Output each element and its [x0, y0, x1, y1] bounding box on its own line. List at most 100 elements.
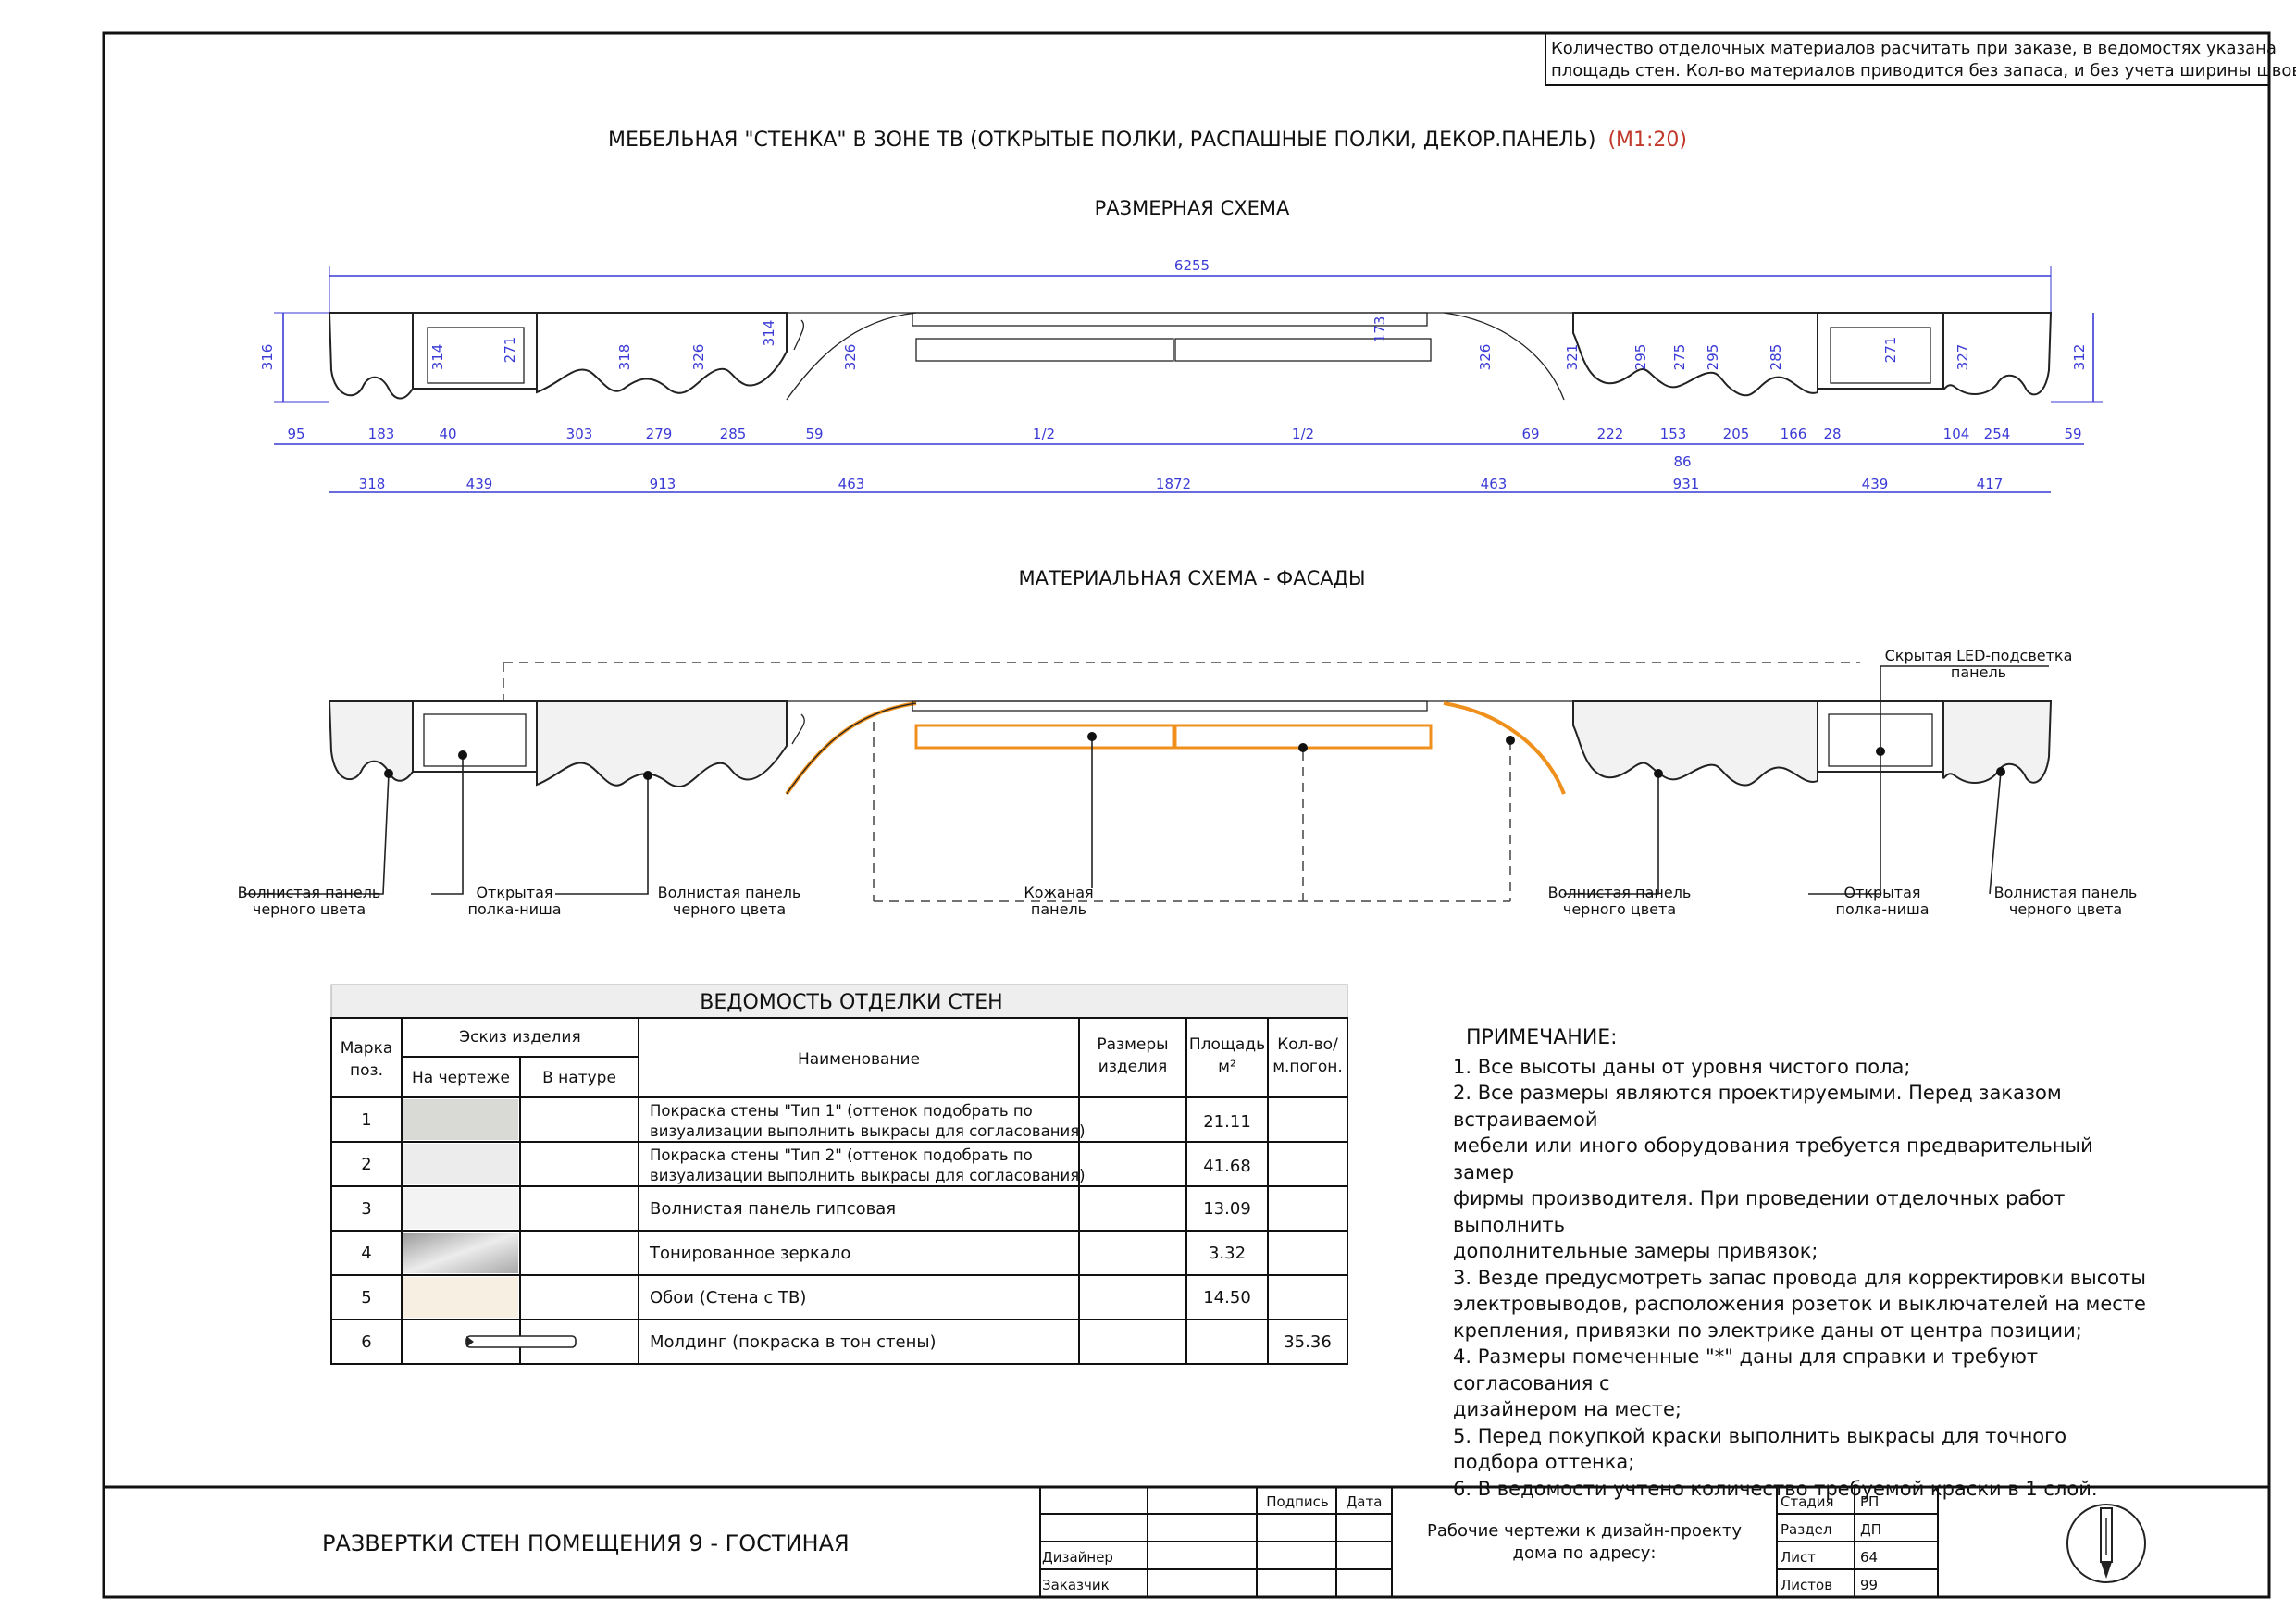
table-title: ВЕДОМОСТЬ ОТДЕЛКИ СТЕН — [700, 991, 1002, 1014]
swatch-2 — [403, 1144, 518, 1184]
height-dim-10: 321 — [1564, 344, 1581, 371]
row1-dim-13: 205 — [1723, 426, 1750, 442]
sheet-value: 64 — [1860, 1549, 1878, 1566]
top-note: Количество отделочных материалов расчита… — [1545, 32, 2296, 86]
section-label: Раздел — [1781, 1521, 1831, 1538]
note-line: крепления, привязки по электрике даны от… — [1453, 1319, 2082, 1342]
drawing-title: МЕБЕЛЬНАЯ "СТЕНКА" В ЗОНЕ ТВ (ОТКРЫТЫЕ П… — [608, 129, 1687, 152]
th-sketch: Эскиз изделия — [459, 1028, 580, 1047]
th-qty-1: Кол-во/ — [1277, 1035, 1338, 1054]
row2-dim-3: 913 — [650, 476, 676, 492]
drawing-title-text: МЕБЕЛЬНАЯ "СТЕНКА" В ЗОНЕ ТВ (ОТКРЫТЫЕ П… — [608, 129, 1595, 152]
row1-dim-6: 285 — [720, 426, 747, 442]
label-4-line-1: Кожаная — [1024, 884, 1093, 901]
row-2-name-2: визуализации выполнить выкрасы для согла… — [650, 1167, 1086, 1184]
row-5-area: 14.50 — [1203, 1288, 1251, 1307]
label-1-line-1: Волнистая панель — [238, 884, 381, 901]
row1-dim-3: 40 — [439, 426, 456, 442]
row-4-name: Тонированное зеркало — [649, 1244, 850, 1263]
label-7-line-2: черного цвета — [2009, 900, 2122, 918]
height-dim-3: 271 — [502, 337, 518, 364]
note-line: 4. Размеры помеченные "*" даны для справ… — [1453, 1345, 2039, 1394]
row-1-mark: 1 — [361, 1110, 371, 1130]
label-4-line-2: панель — [1031, 900, 1086, 918]
th-area-1: Площадь — [1189, 1035, 1265, 1054]
row-1-name-1: Покраска стены "Тип 1" (оттенок подобрат… — [650, 1102, 1033, 1120]
height-dim-4: 318 — [616, 344, 633, 371]
dimension-row-1: 95 183 40 303 279 285 59 1/2 1/2 69 222 … — [287, 426, 2081, 470]
th-area-2: м² — [1218, 1058, 1236, 1076]
material-leaders — [244, 665, 2049, 895]
col-podpis: Подпись — [1266, 1493, 1328, 1510]
material-scheme-title: МАТЕРИАЛЬНАЯ СХЕМА - ФАСАДЫ — [1018, 567, 1365, 589]
note-line: 6. В ведомости учтено количество требуем… — [1453, 1477, 2098, 1500]
height-dim-9: 326 — [1477, 344, 1494, 371]
stage-label: Стадия — [1781, 1493, 1834, 1510]
height-dim-6: 314 — [761, 320, 777, 347]
height-dim-13: 295 — [1705, 344, 1721, 371]
led-label-2: панель — [1951, 663, 2006, 681]
label-1-line-2: черного цвета — [253, 900, 366, 918]
th-in-nature: В натуре — [542, 1069, 616, 1087]
top-note-line-2: площадь стен. Кол-во материалов приводит… — [1551, 61, 2296, 81]
sheet-title: РАЗВЕРТКИ СТЕН ПОМЕЩЕНИЯ 9 - ГОСТИНАЯ — [322, 1530, 850, 1556]
height-dim-16: 327 — [1955, 344, 1971, 371]
note-line: 5. Перед покупкой краски выполнить выкра… — [1453, 1424, 2067, 1474]
row-3-area: 13.09 — [1203, 1199, 1251, 1219]
note-line: 1. Все высоты даны от уровня чистого пол… — [1453, 1055, 1911, 1078]
note-line: мебели или иного оборудования требуется … — [1453, 1134, 2093, 1183]
row1-dim-17: 254 — [1984, 426, 2011, 442]
note-line: 2. Все размеры являются проектируемыми. … — [1453, 1082, 2062, 1131]
row1-dim-12: 153 — [1660, 426, 1687, 442]
label-7-line-1: Волнистая панель — [1994, 884, 2138, 901]
note-line: 3. Везде предусмотреть запас провода для… — [1453, 1266, 2146, 1289]
row2-dim-9: 417 — [1977, 476, 2004, 492]
col-data: Дата — [1347, 1493, 1383, 1510]
row-6-mark: 6 — [361, 1332, 371, 1352]
sheet-label: Лист — [1781, 1549, 1816, 1566]
row-4-mark: 4 — [361, 1244, 371, 1263]
th-qty-2: м.погон. — [1272, 1058, 1343, 1076]
section-value: ДП — [1860, 1521, 1881, 1538]
sheets-value: 99 — [1860, 1577, 1878, 1593]
note-line: электровыводов, расположения розеток и в… — [1453, 1293, 2146, 1315]
row1-dim-8: 1/2 — [1033, 426, 1055, 442]
drawing-scale: (М1:20) — [1607, 129, 1687, 152]
notes-heading: ПРИМЕЧАНИЕ: — [1466, 1026, 1618, 1049]
top-note-line-1: Количество отделочных материалов расчита… — [1551, 39, 2277, 58]
height-dim-15: 271 — [1882, 337, 1899, 364]
row1-dim-10: 69 — [1521, 426, 1539, 442]
height-dim-11: 295 — [1632, 344, 1649, 371]
th-size-1: Размеры — [1097, 1035, 1168, 1054]
row-6-qty: 35.36 — [1284, 1332, 1332, 1352]
row1-dim-18: 59 — [2064, 426, 2081, 442]
row2-dim-2: 439 — [466, 476, 493, 492]
height-dim-14: 285 — [1768, 344, 1784, 371]
th-name: Наименование — [798, 1050, 920, 1069]
label-6-line-2: полка-ниша — [1835, 900, 1929, 918]
height-dim-17: 312 — [2071, 344, 2088, 371]
finishing-table: ВЕДОМОСТЬ ОТДЕЛКИ СТЕН Марка поз. Эскиз … — [330, 984, 1348, 1365]
row2-dim-5: 1872 — [1156, 476, 1191, 492]
height-dim-5: 326 — [690, 344, 707, 371]
sheets-label: Листов — [1781, 1577, 1832, 1593]
th-on-drawing: На чертеже — [412, 1069, 510, 1087]
label-2-line-1: Открытая — [476, 884, 552, 901]
row1-dim-9: 1/2 — [1292, 426, 1314, 442]
sheet-frame — [102, 31, 2271, 1599]
note-line: фирмы производителя. При проведении отде… — [1453, 1187, 2066, 1236]
row1-dim-14: 166 — [1781, 426, 1807, 442]
row-6-name: Молдинг (покраска в тон стены) — [650, 1332, 937, 1352]
material-labels: Скрытая LED-подсветка панель Волнистая п… — [238, 647, 2138, 918]
swatch-4 — [403, 1233, 518, 1273]
dimension-row-2: 318 439 913 463 1872 463 931 439 417 — [359, 476, 2004, 492]
row1-dim-2: 183 — [368, 426, 395, 442]
row-2-mark: 2 — [361, 1155, 371, 1174]
led-label-1: Скрытая LED-подсветка — [1885, 647, 2073, 664]
row-3-mark: 3 — [361, 1199, 371, 1219]
dimension-scheme-title: РАЗМЕРНАЯ СХЕМА — [1095, 197, 1290, 219]
row1-dim-4: 303 — [566, 426, 593, 442]
row1-dim-7: 59 — [805, 426, 823, 442]
height-dim-1: 316 — [259, 344, 276, 371]
project-line-2: дома по адресу: — [1513, 1543, 1657, 1563]
